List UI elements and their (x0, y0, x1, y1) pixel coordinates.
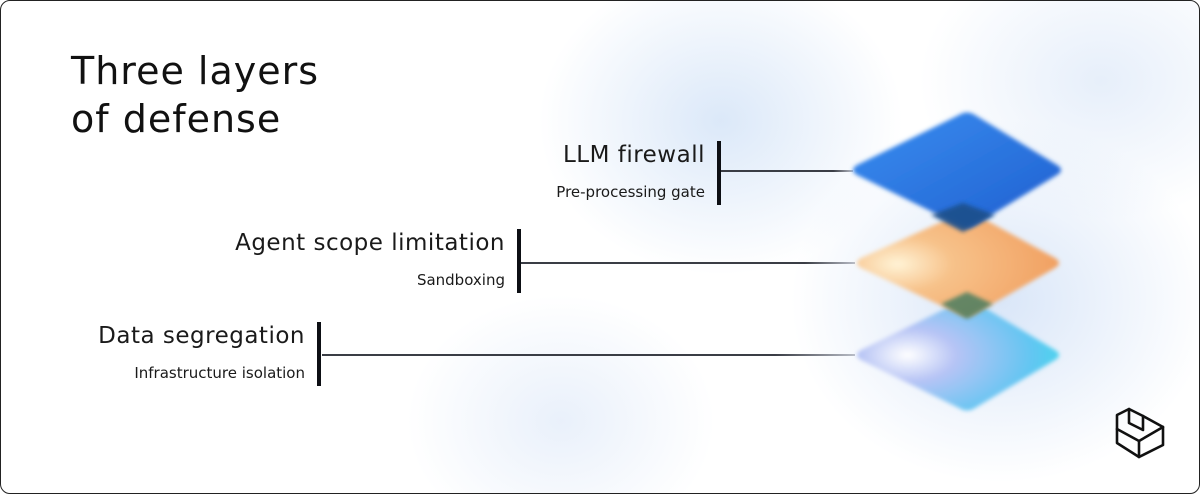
marker-bar-data (317, 322, 321, 386)
marker-bar-scope (517, 229, 521, 293)
connector-line-scope (521, 262, 855, 264)
marker-bar-firewall (717, 141, 721, 205)
layer-subtitle: Infrastructure isolation (134, 364, 305, 382)
layer-label-data: Data segregation Infrastructure isolatio… (98, 321, 305, 383)
layer-label-scope: Agent scope limitation Sandboxing (235, 228, 505, 290)
overlap-shape-lower (941, 292, 993, 319)
layer-name: Data segregation (98, 323, 305, 349)
layer-subtitle: Pre-processing gate (556, 183, 705, 201)
layer-shape-agent-scope (857, 211, 1059, 317)
layer-shape-data-segregation (857, 299, 1059, 411)
layer-name: LLM firewall (562, 142, 705, 168)
layer-subtitle: Sandboxing (416, 271, 505, 289)
layer-label-firewall: LLM firewall Pre-processing gate (556, 140, 705, 202)
connector-line-firewall (721, 170, 853, 172)
slide-title: Three layers of defense (71, 47, 319, 143)
overlap-shape-upper (931, 203, 995, 232)
layer-shape-llm-firewall (853, 112, 1061, 228)
layer-name: Agent scope limitation (235, 230, 505, 256)
connector-line-data (322, 354, 855, 356)
title-line-1: Three layers (71, 49, 320, 93)
title-line-2: of defense (71, 97, 282, 141)
cube-outline-icon (1115, 407, 1165, 459)
